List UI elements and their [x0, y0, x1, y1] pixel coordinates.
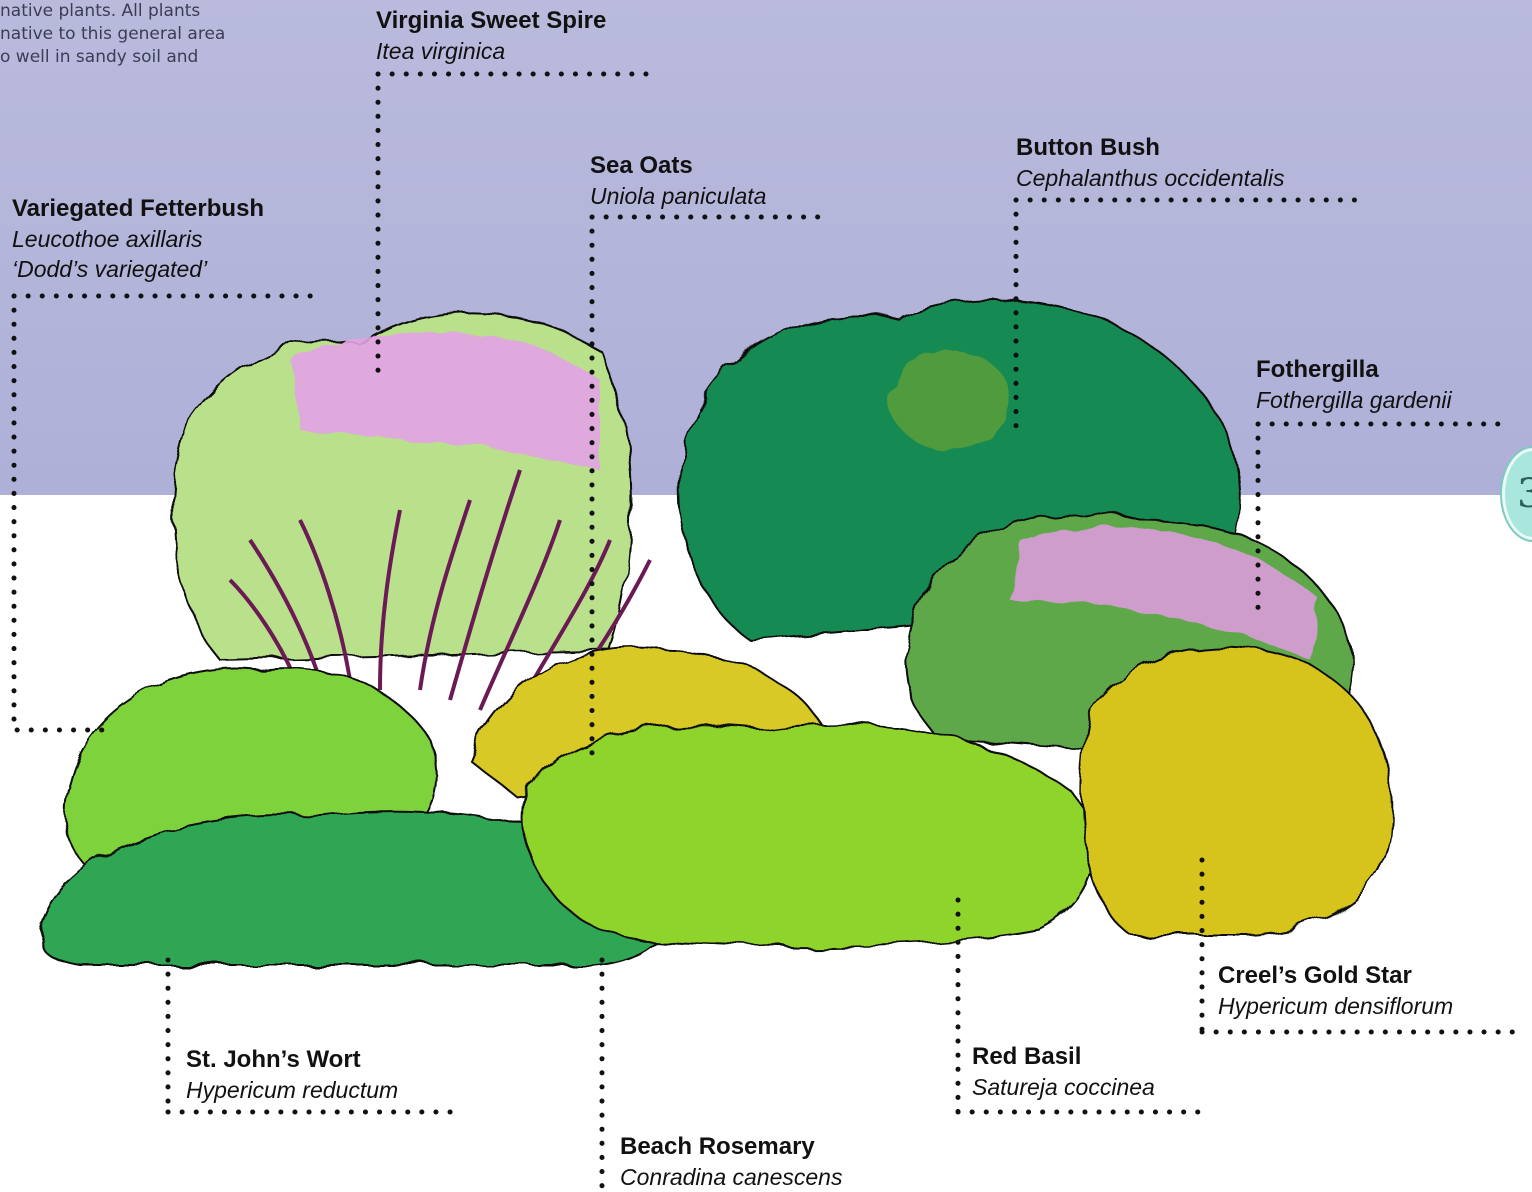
label-button-bush: Button Bush Cephalanthus occidentalis: [1016, 133, 1285, 193]
page-number: 3: [1517, 471, 1532, 517]
virginia-sweet-spire-shrub: [173, 312, 631, 660]
label-st-johns-wort: St. John’s Wort Hypericum reductum: [186, 1045, 398, 1105]
common-name: Virginia Sweet Spire: [376, 6, 606, 36]
common-name: Button Bush: [1016, 133, 1285, 163]
scientific-name: Uniola paniculata: [590, 181, 766, 211]
label-fothergilla: Fothergilla Fothergilla gardenii: [1256, 355, 1452, 415]
scientific-name: Leucothoe axillaris: [12, 224, 264, 254]
common-name: Sea Oats: [590, 151, 766, 181]
scientific-name: Cephalanthus occidentalis: [1016, 163, 1285, 193]
scientific-name: Itea virginica: [376, 36, 606, 66]
scientific-name: Fothergilla gardenii: [1256, 385, 1452, 415]
label-creels-gold-star: Creel’s Gold Star Hypericum densiflorum: [1218, 961, 1453, 1021]
scientific-name: Hypericum densiflorum: [1218, 991, 1453, 1021]
creels-gold-star-shrub: [1080, 646, 1392, 935]
scientific-name: Hypericum reductum: [186, 1075, 398, 1105]
label-red-basil: Red Basil Satureja coccinea: [972, 1042, 1155, 1102]
common-name: Variegated Fetterbush: [12, 194, 264, 224]
scientific-name: Conradina canescens: [620, 1162, 842, 1192]
common-name: Creel’s Gold Star: [1218, 961, 1453, 991]
label-variegated-fetterbush: Variegated Fetterbush Leucothoe axillari…: [12, 194, 264, 284]
label-virginia-sweet-spire: Virginia Sweet Spire Itea virginica: [376, 6, 606, 66]
cultivar-name: ‘Dodd’s variegated’: [12, 254, 264, 284]
common-name: Beach Rosemary: [620, 1132, 842, 1162]
beach-rosemary-mound: [526, 724, 1094, 947]
scientific-name: Satureja coccinea: [972, 1072, 1155, 1102]
common-name: Fothergilla: [1256, 355, 1452, 385]
label-beach-rosemary: Beach Rosemary Conradina canescens: [620, 1132, 842, 1192]
label-sea-oats: Sea Oats Uniola paniculata: [590, 151, 766, 211]
common-name: Red Basil: [972, 1042, 1155, 1072]
common-name: St. John’s Wort: [186, 1045, 398, 1075]
